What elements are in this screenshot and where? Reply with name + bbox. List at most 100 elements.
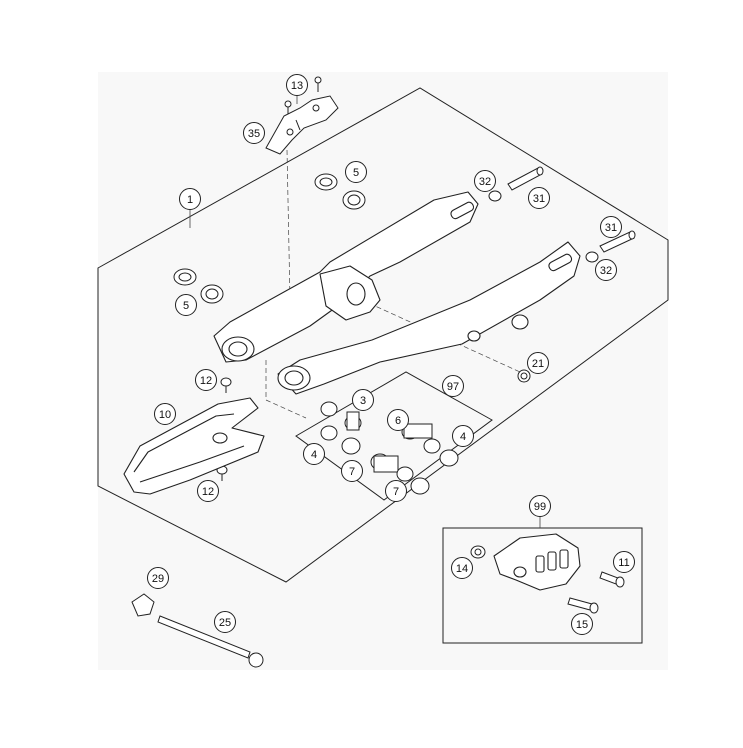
callout-circle [571, 613, 593, 635]
callout-label: 31 [533, 193, 545, 205]
callout-label: 21 [532, 358, 544, 370]
callout-circle [179, 188, 201, 210]
callout-circle [303, 443, 325, 465]
callout-32: 32 [595, 259, 617, 281]
nut-21-part [517, 369, 531, 383]
screw-12-upper-part [220, 377, 232, 393]
callout-14: 14 [451, 557, 473, 579]
callout-circle [527, 352, 549, 374]
callout-circle [197, 480, 219, 502]
callout-label: 31 [605, 222, 617, 234]
bearing-kit-parts [320, 401, 459, 495]
callout-6: 6 [387, 409, 409, 431]
callout-11: 11 [613, 551, 635, 573]
callout-circle [341, 460, 363, 482]
callout-circle [243, 122, 265, 144]
callout-label: 3 [360, 395, 366, 407]
callout-4: 4 [452, 425, 474, 447]
callout-label: 4 [460, 431, 466, 443]
chain-adjuster-29-part [131, 593, 155, 617]
swingarm-assembly-frame [97, 87, 669, 583]
callout-label: 5 [183, 300, 189, 312]
callout-7: 7 [341, 460, 363, 482]
callout-99: 99 [529, 495, 551, 517]
callout-5: 5 [175, 294, 197, 316]
callout-label: 4 [311, 449, 317, 461]
callout-circle [600, 216, 622, 238]
callout-circle [452, 425, 474, 447]
callout-label: 12 [202, 486, 214, 498]
callout-29: 29 [147, 567, 169, 589]
callout-label: 1 [187, 194, 193, 206]
callout-circle [352, 389, 374, 411]
callout-31: 31 [600, 216, 622, 238]
callout-circle [147, 567, 169, 589]
cap-5-lower-part [173, 268, 224, 304]
callout-circle [345, 161, 367, 183]
callout-label: 7 [349, 466, 355, 478]
chain-guide-bracket-part [265, 95, 339, 155]
callout-circle [474, 170, 496, 192]
callout-32: 32 [474, 170, 496, 192]
callout-label: 25 [219, 617, 231, 629]
callout-circle [442, 375, 464, 397]
callout-5: 5 [345, 161, 367, 183]
callout-circle [595, 259, 617, 281]
callout-21: 21 [527, 352, 549, 374]
callout-circle [175, 294, 197, 316]
callout-layer: 13 35 5 1 32 31 31 32 5 21 12 97 3 10 6 4 4 7 12 7 99 11 14 29 1… [147, 74, 635, 635]
callout-15: 15 [571, 613, 593, 635]
chain-guide-part [493, 533, 581, 591]
callout-10: 10 [154, 403, 176, 425]
callout-4: 4 [303, 443, 325, 465]
callout-circle [286, 74, 308, 96]
callout-label: 35 [248, 128, 260, 140]
callout-label: 29 [152, 573, 164, 585]
chain-guide-box [442, 527, 643, 644]
callout-label: 15 [576, 619, 588, 631]
spacer-31-lower-part [599, 230, 636, 253]
swingarm-part [213, 191, 581, 395]
callout-12: 12 [197, 480, 219, 502]
callout-12: 12 [195, 369, 217, 391]
drawing-background [98, 72, 668, 670]
assembly-lines [265, 149, 521, 419]
callout-label: 14 [456, 563, 468, 575]
callout-35: 35 [243, 122, 265, 144]
callout-label: 97 [447, 381, 459, 393]
callout-label: 10 [159, 409, 171, 421]
callout-97: 97 [442, 375, 464, 397]
callout-1: 1 [179, 188, 201, 210]
callout-label: 13 [291, 80, 303, 92]
callout-25: 25 [214, 611, 236, 633]
callout-31: 31 [528, 187, 550, 209]
chain-slider-part [123, 397, 265, 495]
nut-14-part [470, 545, 486, 559]
bolt-13-part [284, 76, 322, 114]
callout-label: 7 [393, 486, 399, 498]
callout-3: 3 [352, 389, 374, 411]
spacer-31-upper-part [507, 166, 544, 191]
callout-label: 32 [600, 265, 612, 277]
callout-label: 5 [353, 167, 359, 179]
callout-circle [451, 557, 473, 579]
callout-13: 13 [286, 74, 308, 96]
callout-label: 32 [479, 176, 491, 188]
callout-circle [154, 403, 176, 425]
bolt-11-part [599, 571, 625, 588]
callout-circle [385, 480, 407, 502]
bolt-15-part [567, 597, 599, 614]
nut-32-upper-part [488, 190, 502, 202]
callout-circle [195, 369, 217, 391]
callout-circle [529, 495, 551, 517]
axle-25-part [157, 615, 264, 668]
callout-label: 12 [200, 375, 212, 387]
nut-32-lower-part [585, 251, 599, 263]
callout-label: 6 [395, 415, 401, 427]
callout-label: 11 [618, 557, 629, 569]
cap-5-upper-part [314, 173, 366, 210]
callout-circle [613, 551, 635, 573]
callout-7: 7 [385, 480, 407, 502]
